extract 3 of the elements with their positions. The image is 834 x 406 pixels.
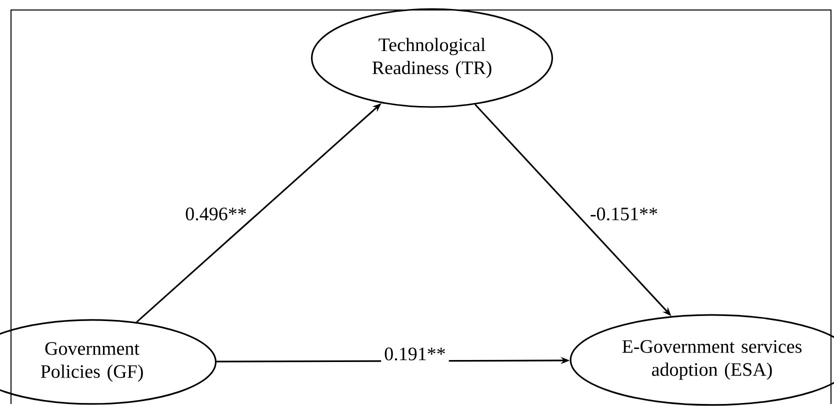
path-coefficient: 0.191** xyxy=(381,344,449,364)
path-coefficient: 0.496** xyxy=(186,208,246,220)
path-coefficient: -0.151** xyxy=(590,208,658,220)
